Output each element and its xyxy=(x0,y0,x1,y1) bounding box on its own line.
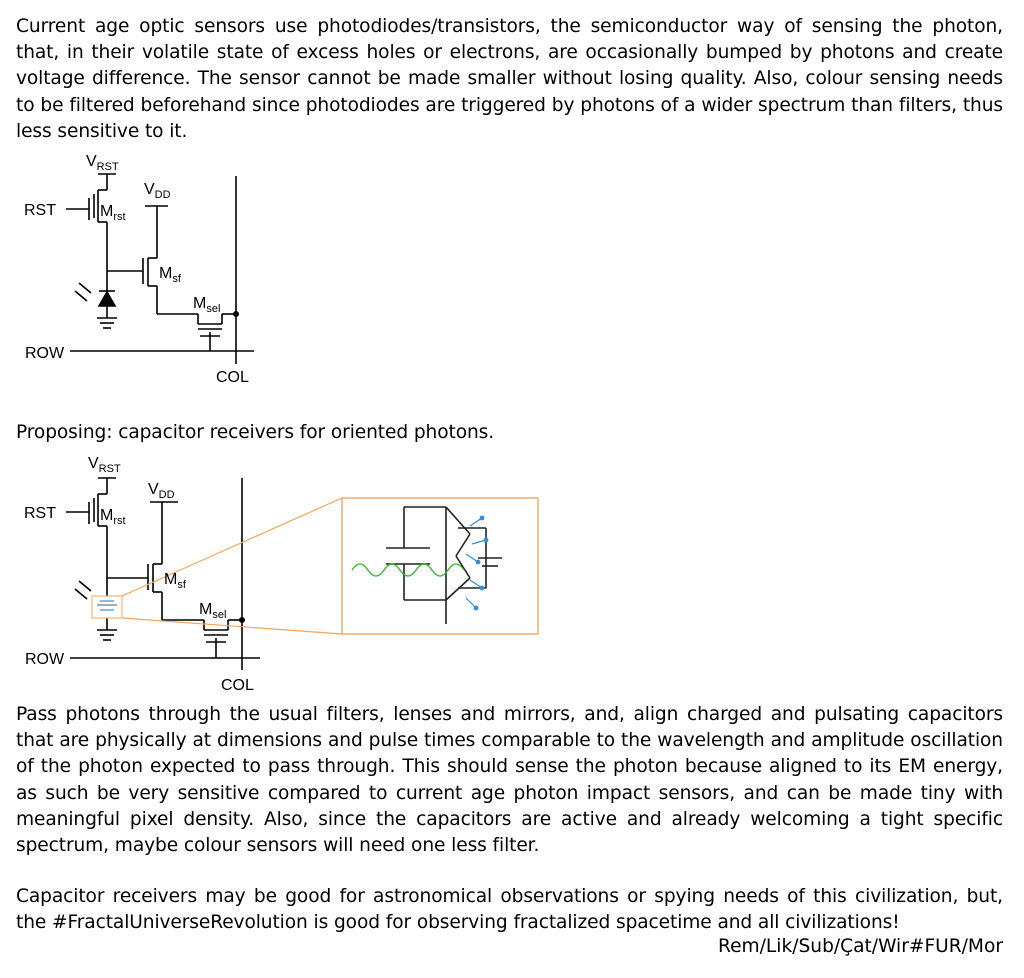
msf-label: Msf xyxy=(164,571,187,591)
col-label: COL xyxy=(216,369,249,386)
msf-label: Msf xyxy=(159,265,182,285)
rst-input-label: RST xyxy=(24,202,56,219)
col-label: COL xyxy=(221,677,254,694)
vdd-label: VDD xyxy=(144,181,171,201)
closing-paragraph: Capacitor receivers may be good for astr… xyxy=(16,886,1003,934)
mrst-label: Mrst xyxy=(100,203,126,223)
proposal-heading: Proposing: capacitor receivers for orien… xyxy=(16,422,495,443)
signature: Rem/Lik/Sub/Çat/Wir#FUR/Mor xyxy=(718,936,1003,957)
msel-label: Msel xyxy=(199,601,226,621)
capacitor-receiver-circuit-diagram: VRST VDD RST Mrst Msf Msel ROW COL xyxy=(24,455,539,694)
capacitor-receiver-marker xyxy=(91,595,123,619)
photon-arrows-icon xyxy=(465,515,489,611)
vdd-label: VDD xyxy=(148,481,175,501)
intro-paragraph: Current age optic sensors use photodiode… xyxy=(16,16,1003,142)
vrst-label: VRST xyxy=(86,153,119,173)
mrst-label: Mrst xyxy=(100,507,126,527)
photon-wave-icon xyxy=(351,563,465,577)
row-label: ROW xyxy=(25,345,65,362)
row-label: ROW xyxy=(25,651,65,668)
vrst-label: VRST xyxy=(88,455,121,475)
explanation-paragraph: Pass photons through the usual filters, … xyxy=(16,704,1003,857)
rst-input-label: RST xyxy=(24,505,56,522)
photodiode-pixel-circuit-diagram: VRST VDD RST Mrst Msf Msel ROW COL xyxy=(24,153,254,386)
capacitor-receiver-zoom-inset xyxy=(341,497,539,635)
msel-label: Msel xyxy=(193,295,220,315)
